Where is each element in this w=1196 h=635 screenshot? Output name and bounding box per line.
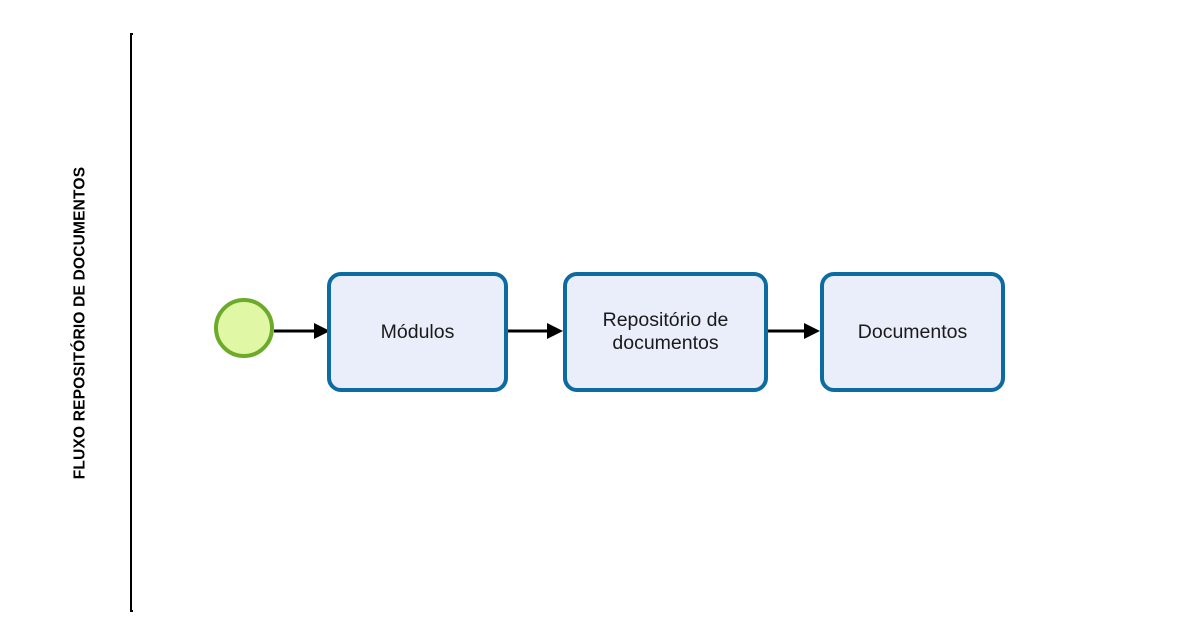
task-documentos[interactable]: Documentos [820,272,1005,392]
task-modulos-label: Módulos [380,320,455,343]
lane-header: FLUXO REPOSITÓRIO DE DOCUMENTOS [31,33,132,612]
task-repositorio-de-documentos-label: Repositório de documentos [602,309,729,354]
task-modulos[interactable]: Módulos [327,272,508,392]
task-documentos-label: Documentos [857,320,968,343]
start-event-node[interactable] [214,298,274,358]
flow-start-to-modulos [274,323,330,339]
flow-modulos-to-repositorio [508,323,563,339]
flow-repositorio-to-documentos [768,323,820,339]
task-repositorio-de-documentos[interactable]: Repositório de documentos [563,272,768,392]
lane-title: FLUXO REPOSITÓRIO DE DOCUMENTOS [71,166,89,479]
lane-body: Módulos Repositório de documentos Docume… [133,33,1165,612]
